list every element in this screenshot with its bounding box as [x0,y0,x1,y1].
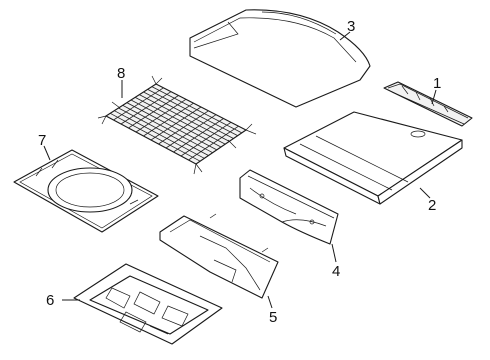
luggage-tray-side [159,213,279,299]
leader-5 [267,295,273,309]
callout-8: 8 [117,65,125,82]
callout-4: 4 [332,263,340,280]
cargo-net [97,75,257,175]
luggage-floor-board [283,111,463,205]
rear-sill-trim [383,81,473,127]
net-strand [180,122,232,157]
luggage-tub-tray [73,263,223,345]
callout-5: 5 [269,309,277,326]
callout-labels: 1 2 3 4 5 6 7 8 [38,18,441,326]
leader-4 [331,243,337,263]
side-trim-panel [239,169,339,245]
callout-7: 7 [38,132,46,149]
callout-1: 1 [433,75,441,92]
leader-2 [419,187,431,199]
callout-3: 3 [347,18,355,35]
leader-7 [43,145,51,161]
spare-tire-cover-tray [13,149,159,233]
net-strand [151,86,243,134]
net-strand [188,125,239,161]
leader-lines [43,31,437,309]
callout-2: 2 [428,197,436,214]
leader-1 [431,89,437,105]
leader-3 [339,31,351,41]
callout-6: 6 [46,292,54,309]
package-tray [189,9,371,108]
